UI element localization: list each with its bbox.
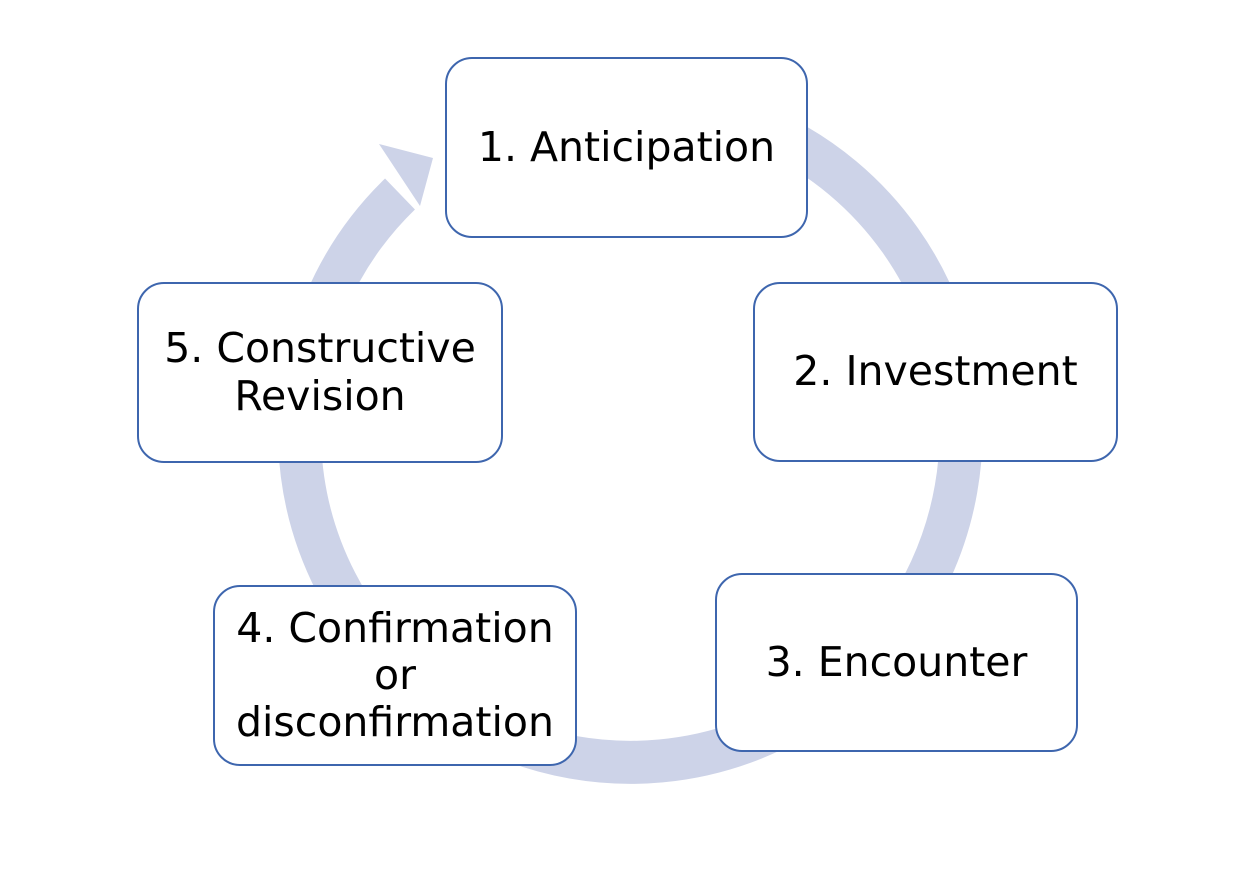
step-box-constructive-revision: 5. Constructive Revision [137, 282, 503, 463]
step-box-encounter: 3. Encounter [715, 573, 1078, 752]
step-label-line: 4. Confirmation [236, 603, 554, 652]
step-label-line: Revision [234, 371, 406, 420]
step-box-confirmation-or-disconfirmation: 4. Confirmation or disconfirmation [213, 585, 577, 766]
step-label-line: 5. Constructive [164, 324, 476, 373]
step-label-line: 1. Anticipation [477, 122, 776, 171]
step-label-line: or [374, 650, 416, 699]
step-label-line: 3. Encounter [765, 637, 1028, 686]
step-box-anticipation: 1. Anticipation [445, 57, 808, 238]
step-label-line: 2. Investment [793, 347, 1078, 396]
cycle-arrow-head-icon [379, 144, 433, 206]
step-box-investment: 2. Investment [753, 282, 1118, 462]
step-label-line: disconfirmation [236, 698, 554, 747]
